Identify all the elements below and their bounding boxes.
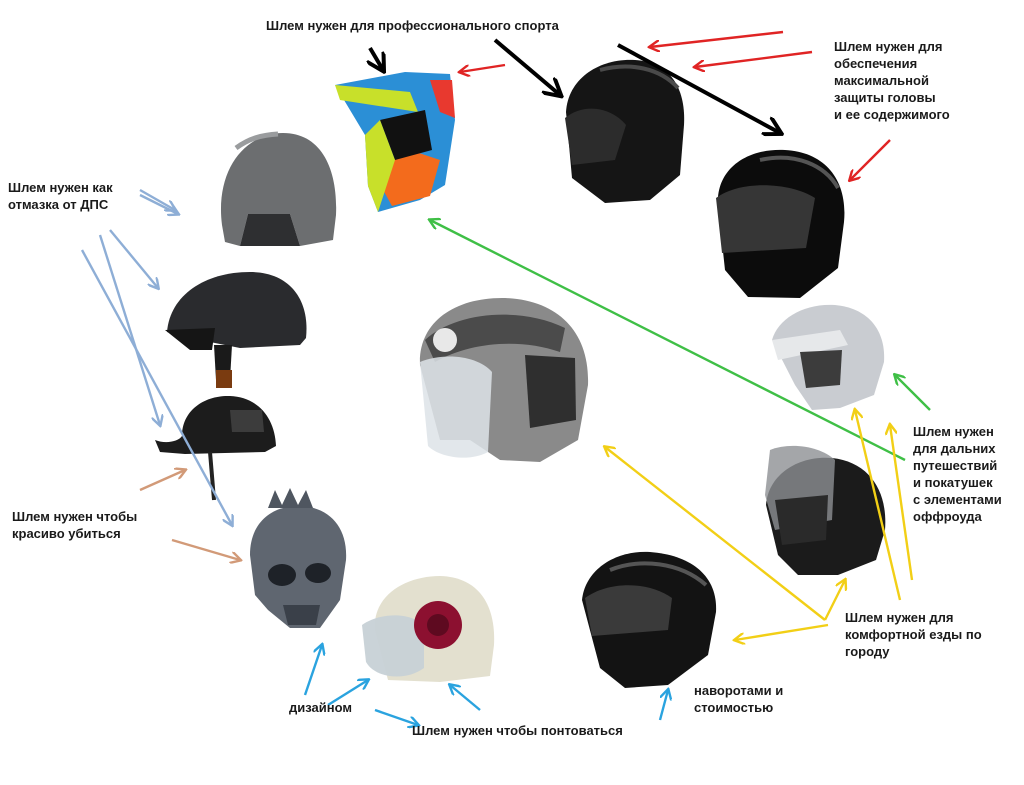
blue-arrow <box>109 229 158 288</box>
half-helmet-black-icon <box>165 272 307 388</box>
green-arrow <box>895 375 931 411</box>
label-die-beautifully: Шлем нужен чтобы красиво убиться <box>12 509 138 541</box>
german-style-helmet-icon <box>155 395 276 501</box>
cyan-arrow <box>374 708 418 725</box>
label-max-protection: Шлем нужен для обеспечения максимальной … <box>834 39 950 122</box>
cyan-arrow <box>658 690 668 721</box>
red-arrow <box>460 63 506 72</box>
black-racing-helmet-icon <box>565 59 685 203</box>
blue-arrow <box>139 188 175 210</box>
blue-arrow <box>80 249 232 525</box>
red-arrow <box>850 139 891 180</box>
arai-open-face-helmet-icon <box>419 297 589 462</box>
cyan-arrow <box>327 680 368 707</box>
label-pro-sport: Шлем нужен для профессионального спорта <box>266 18 559 33</box>
brown-arrow <box>171 538 240 560</box>
yellow-arrow <box>890 425 914 581</box>
brown-arrow <box>139 470 185 492</box>
label-long-travel: Шлем нужен для дальних путешествий и пок… <box>913 424 1002 524</box>
red-arrow <box>695 50 813 67</box>
yellow-arrow <box>605 447 826 621</box>
motocross-helmet-icon <box>335 72 455 212</box>
open-face-gray-helmet-icon <box>220 131 337 246</box>
black-full-face-helmet-icon <box>716 149 845 298</box>
label-gadgets-cost: наворотами и стоимостью <box>694 683 784 715</box>
yellow-arrow <box>735 623 829 640</box>
label-show-off: Шлем нужен чтобы понтоваться <box>412 723 623 738</box>
retro-bubble-helmet-icon <box>362 576 495 682</box>
yellow-arrow <box>855 410 902 601</box>
label-design: дизайном <box>289 700 352 715</box>
label-city-comfort: Шлем нужен для комфортной езды по городу <box>845 610 982 659</box>
dual-sport-silver-helmet-icon <box>772 304 885 410</box>
modular-helmet-icon <box>765 445 886 575</box>
red-arrow <box>650 30 784 47</box>
black-arrow <box>370 46 383 70</box>
black-arrow <box>617 43 780 133</box>
skull-helmet-icon <box>250 488 347 628</box>
black-flip-helmet-icon <box>582 551 717 688</box>
green-arrow <box>430 220 906 462</box>
cyan-arrow <box>303 645 322 696</box>
yellow-arrow <box>823 580 845 621</box>
black-arrow <box>493 38 560 95</box>
blue-arrow <box>98 234 160 425</box>
label-dps-excuse: Шлем нужен как отмазка от ДПС <box>8 180 113 212</box>
cyan-arrow <box>450 685 481 711</box>
blue-arrow <box>139 193 178 214</box>
